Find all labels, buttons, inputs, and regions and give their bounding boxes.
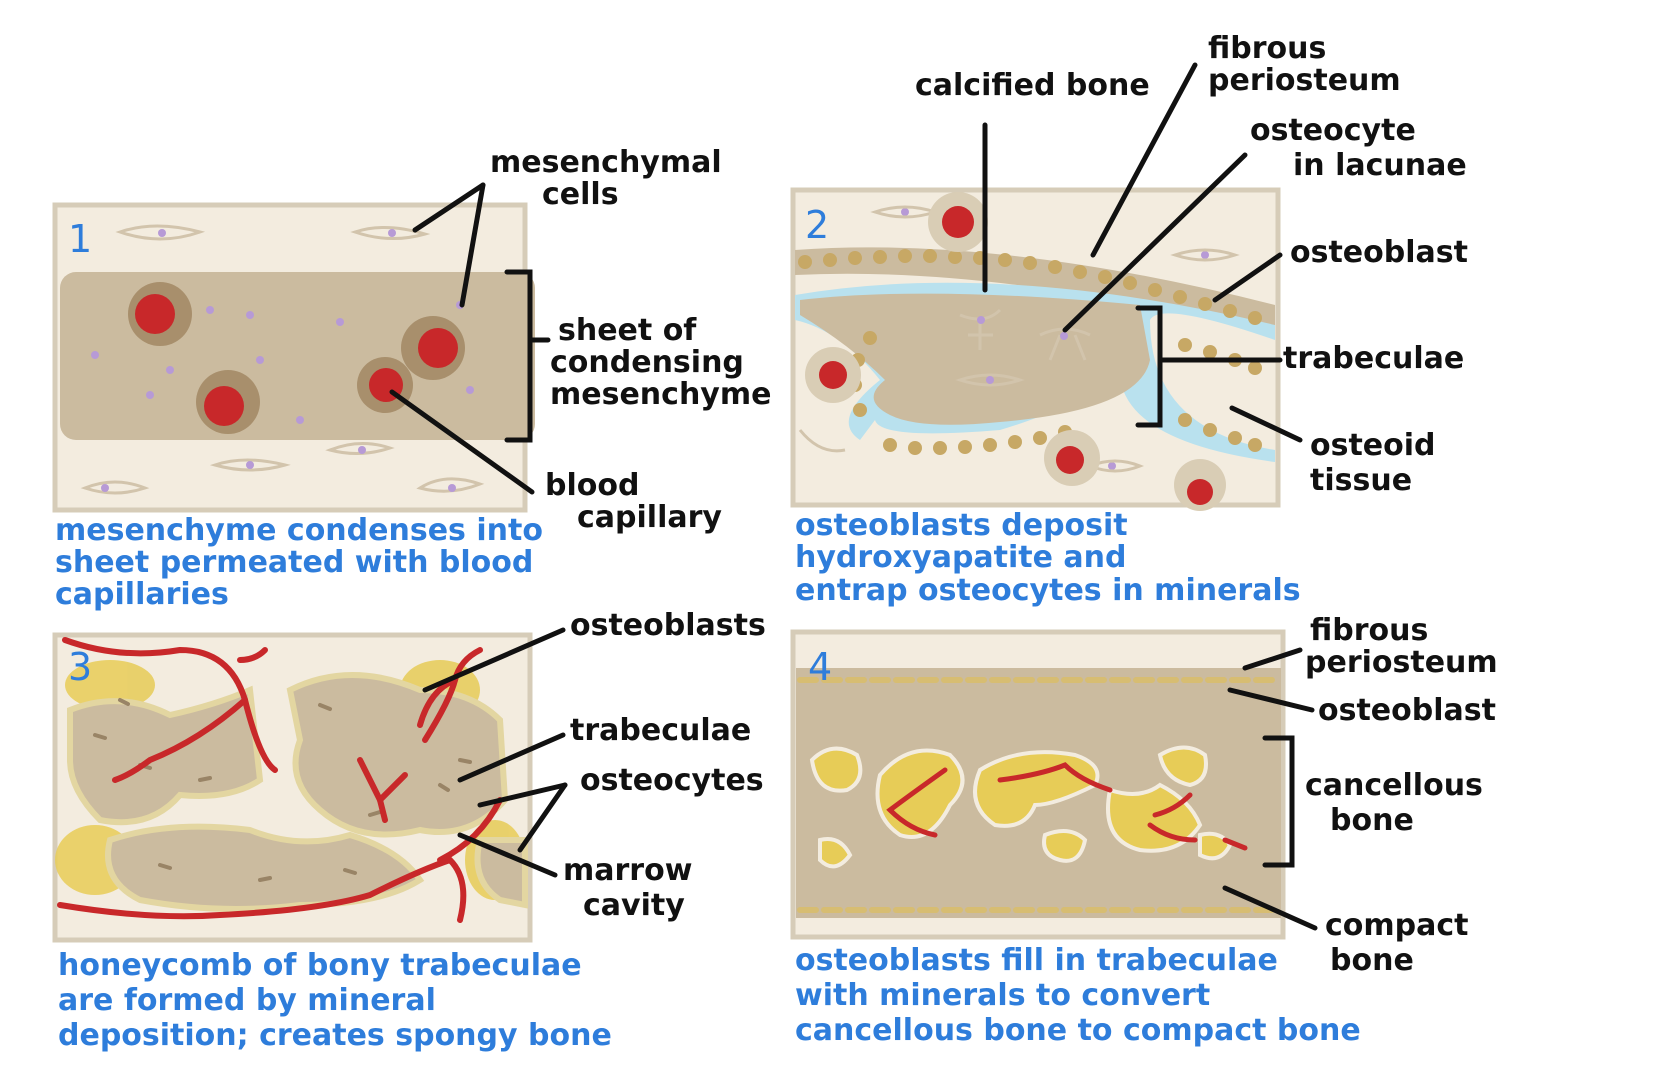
- leader-blood-capillary: [389, 389, 535, 495]
- label-fibrous: fibrous: [1208, 31, 1326, 66]
- caption-4-line-3: cancellous bone to compact bone: [795, 1013, 1361, 1048]
- bracket-trabeculae-2: [1135, 305, 1283, 428]
- bracket-sheet: [504, 269, 551, 443]
- label-compact: compact: [1325, 908, 1469, 943]
- leader-osteoblast-4: [1227, 687, 1315, 713]
- label-condensing: condensing: [550, 345, 744, 380]
- panel-2-capillaries: [805, 192, 1226, 511]
- label-blood: blood: [545, 468, 639, 503]
- panel-3-number: 3: [68, 645, 92, 689]
- label-mesenchyme: mesenchyme: [550, 377, 771, 412]
- label-trabeculae-2: trabeculae: [1283, 341, 1464, 376]
- osteocytes-in-lacunae: [955, 308, 1091, 387]
- label-osteoblast-2: osteoblast: [1290, 235, 1468, 270]
- caption-1-line-1: mesenchyme condenses into: [55, 513, 543, 548]
- label-cells: cells: [542, 177, 619, 212]
- label-marrow: marrow: [563, 853, 692, 888]
- panel-2: 2 calcified bone fibrous periosteum oste…: [790, 31, 1468, 608]
- blood-capillaries: [128, 282, 465, 434]
- blood-vessels-4: [886, 762, 1248, 851]
- leader-mesenchymal-b: [459, 182, 486, 308]
- panel-2-number: 2: [805, 203, 829, 247]
- calcified-trabeculae: [800, 293, 1150, 425]
- panel-1: 1 mesenchymal cells sheet of condensing …: [52, 145, 771, 612]
- caption-2-line-3: entrap osteocytes in minerals: [795, 573, 1301, 608]
- label-cavity: cavity: [583, 888, 685, 923]
- leader-mesenchymal-a: [412, 182, 486, 233]
- caption-2-line-1: osteoblasts deposit: [795, 508, 1128, 543]
- blood-vessels-3: [57, 637, 503, 923]
- label-calcified-bone: calcified bone: [915, 68, 1150, 103]
- panel-4-number: 4: [808, 645, 832, 689]
- label-osteoblast-4: osteoblast: [1318, 693, 1496, 728]
- label-cancellous: cancellous: [1305, 768, 1483, 803]
- caption-4-line-1: osteoblasts fill in trabeculae: [795, 943, 1278, 978]
- label-osteocyte: osteocyte: [1250, 113, 1416, 148]
- leader-osteoblast-2: [1212, 252, 1283, 303]
- leader-compact-bone: [1222, 885, 1318, 931]
- caption-4-line-2: with minerals to convert: [795, 978, 1210, 1013]
- label-compact-bone: bone: [1330, 943, 1414, 978]
- leader-fibrous-4: [1242, 647, 1303, 671]
- leader-trabeculae-3: [457, 732, 566, 783]
- leader-osteocytes-3a: [477, 782, 568, 808]
- label-osteocytes-3: osteocytes: [580, 763, 764, 798]
- osteoblast-rows: [798, 249, 1262, 455]
- leader-marrow-cavity: [457, 832, 558, 878]
- label-cancellous-bone: bone: [1330, 803, 1414, 838]
- osteocyte-nuclei: [901, 208, 1209, 470]
- caption-3-line-2: are formed by mineral: [58, 983, 436, 1018]
- panel-4: 4 fibrous periosteum osteoblast cancello…: [790, 613, 1498, 1048]
- label-fibrous-4: fibrous: [1310, 613, 1428, 648]
- label-trabeculae-3: trabeculae: [570, 713, 751, 748]
- mesenchymal-cells: [80, 224, 485, 495]
- osteoblast-rows-4: [797, 677, 1278, 913]
- leader-osteoblasts-3: [422, 627, 566, 693]
- label-osteoid: osteoid: [1310, 428, 1436, 463]
- caption-1-line-3: capillaries: [55, 577, 229, 612]
- caption-3-line-1: honeycomb of bony trabeculae: [58, 948, 582, 983]
- caption-2-line-2: hydroxyapatite and: [795, 540, 1127, 575]
- label-in-lacunae: in lacunae: [1293, 148, 1467, 183]
- leader-osteocyte: [1062, 152, 1248, 333]
- label-periosteum: periosteum: [1208, 63, 1401, 98]
- tissue-band-upper: [795, 247, 1275, 335]
- cell-nuclei: [91, 229, 474, 492]
- caption-3-line-3: deposition; creates spongy bone: [58, 1018, 612, 1053]
- caption-1-line-2: sheet permeated with blood: [55, 545, 533, 580]
- leader-osteoid: [1229, 405, 1303, 443]
- label-periosteum-4: periosteum: [1305, 645, 1498, 680]
- leader-osteocytes-3b: [517, 782, 568, 853]
- panel-3: 3 osteoblasts trabeculae osteocytes marr…: [52, 608, 766, 1053]
- panel-1-number: 1: [68, 217, 92, 261]
- label-sheet-of: sheet of: [558, 313, 697, 348]
- bracket-cancellous: [1262, 735, 1295, 868]
- leader-fibrous-periosteum: [1090, 62, 1198, 258]
- label-tissue: tissue: [1310, 463, 1412, 498]
- label-mesenchymal: mesenchymal: [490, 145, 722, 180]
- label-capillary: capillary: [577, 500, 722, 535]
- label-osteoblasts-3: osteoblasts: [570, 608, 766, 643]
